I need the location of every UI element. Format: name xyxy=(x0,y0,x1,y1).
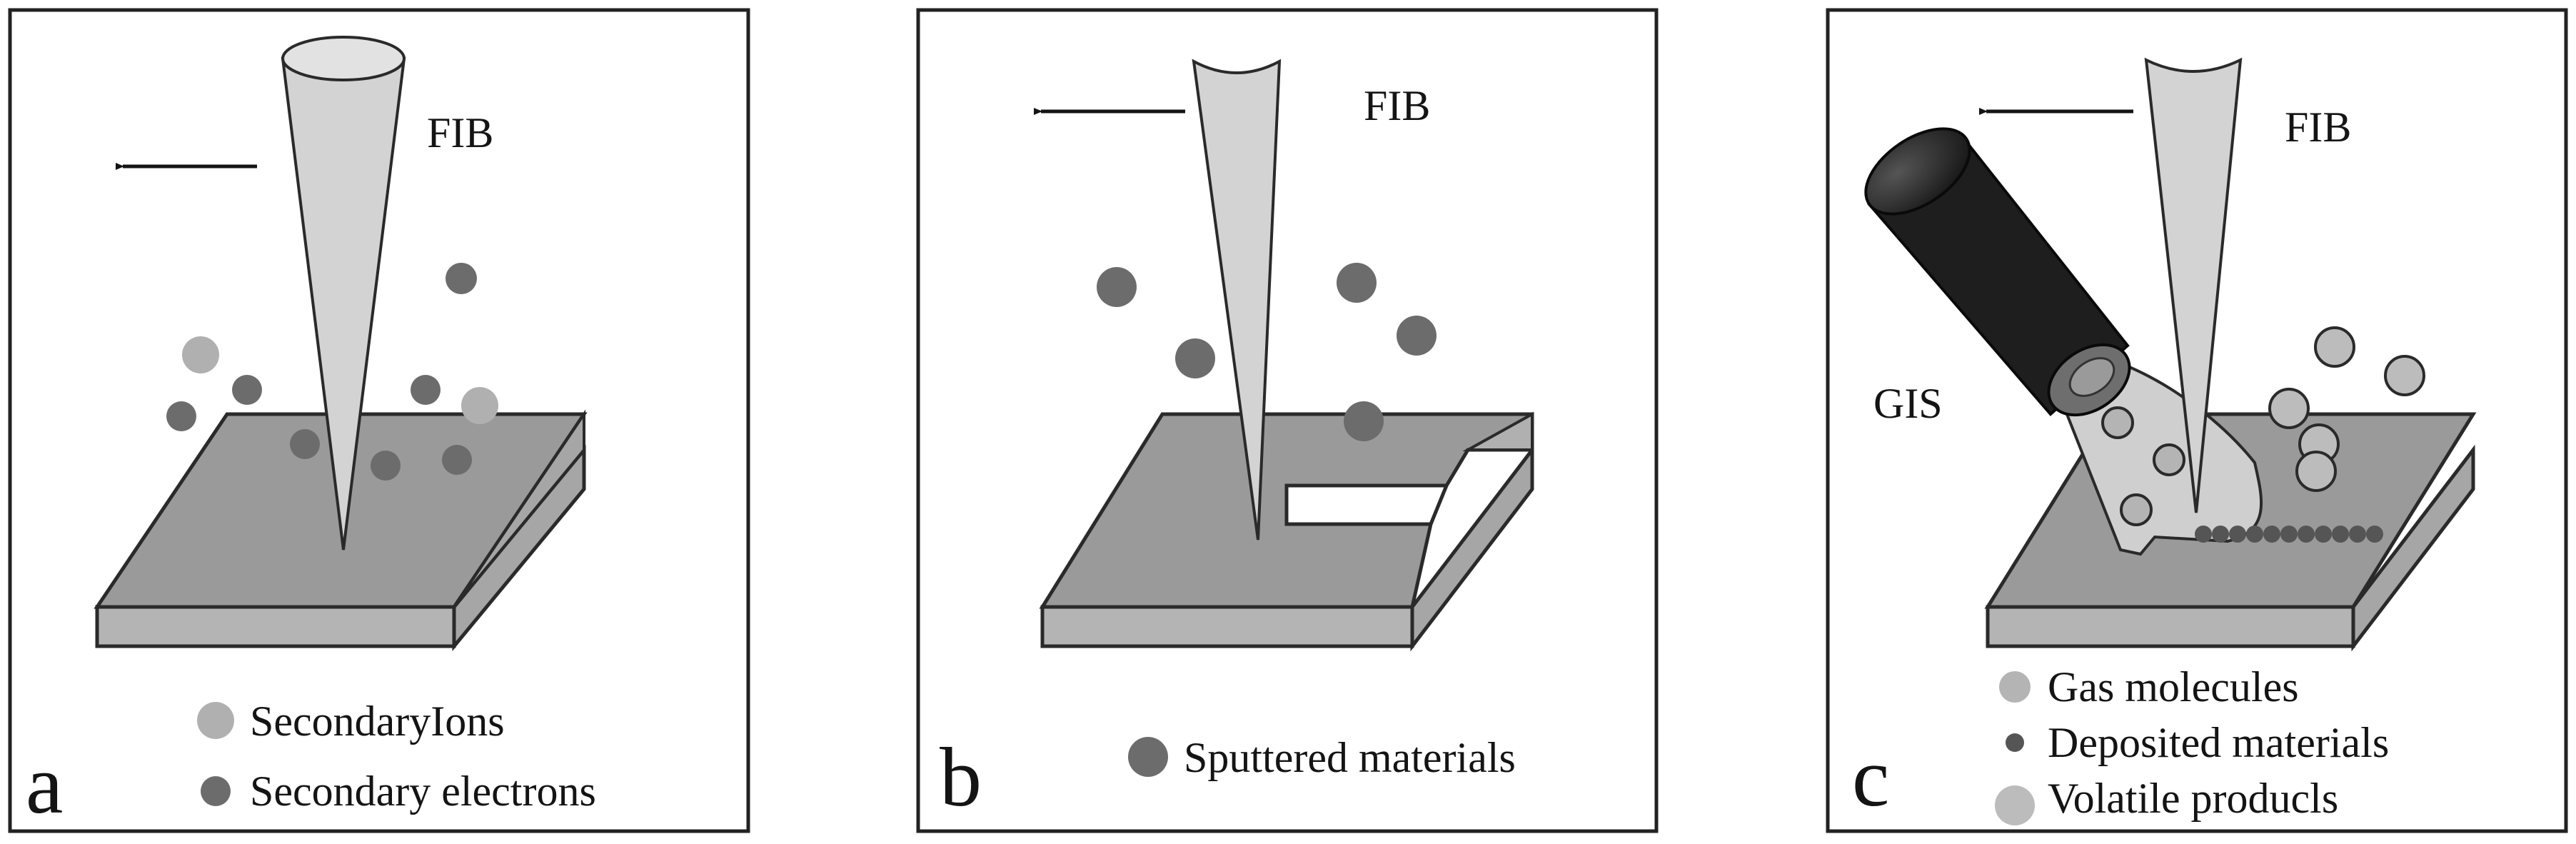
panel-c-gis-nozzle xyxy=(1864,127,2131,417)
legend-swatch-gas-molecules xyxy=(1999,671,2031,703)
secondary-electron xyxy=(371,451,401,481)
secondary-electron xyxy=(290,429,320,459)
panel-b-substrate xyxy=(1039,411,1534,652)
panel-c-letter: c xyxy=(1852,730,1889,824)
panel-c-ion-beam xyxy=(2144,57,2243,513)
secondary-electron xyxy=(446,263,477,294)
legend-swatch-sputtered xyxy=(1128,737,1168,777)
sputtered-particle xyxy=(1337,263,1377,303)
panel-c-gas-molecules xyxy=(2101,406,2185,526)
panel-a-letter: a xyxy=(26,738,63,831)
legend-swatch-secondary-electrons xyxy=(201,776,231,806)
volatile-product xyxy=(2268,388,2310,429)
volatile-product xyxy=(2384,355,2425,396)
panel-b-legend: Sputtered materials xyxy=(1128,734,1516,781)
panel-a-legend: SecondaryIons Secondary electrons xyxy=(197,698,596,815)
sputtered-particle xyxy=(1344,401,1384,441)
panel-c-volatile-products xyxy=(2268,326,2425,492)
legend-secondary-electrons: Secondary electrons xyxy=(250,768,596,815)
legend-deposited-materials: Deposited materials xyxy=(2048,719,2389,766)
panel-c: FIB GIS xyxy=(1826,8,2568,833)
panel-b-letter: b xyxy=(940,730,982,824)
panel-c-deposited-line xyxy=(2195,526,2383,543)
panel-c-legend: Gas molecules Deposited materials Volati… xyxy=(1995,663,2389,825)
gas-molecule xyxy=(2101,406,2134,439)
legend-swatch-secondary-ions xyxy=(197,702,234,739)
gas-molecule xyxy=(2153,443,2185,476)
gas-molecule xyxy=(2120,493,2153,526)
legend-secondary-ions: SecondaryIons xyxy=(250,698,505,745)
secondary-ion xyxy=(182,336,219,373)
panel-b-particles xyxy=(1097,263,1437,441)
secondary-electron xyxy=(411,375,441,405)
panel-a-particles xyxy=(166,263,498,481)
legend-volatile-products: Volatile producls xyxy=(2048,775,2338,822)
panel-b: FIB Sputtered materials b xyxy=(916,8,1659,833)
secondary-ion xyxy=(461,387,498,424)
sputtered-particle xyxy=(1175,338,1215,378)
panel-b-fib-label: FIB xyxy=(1364,82,1430,129)
legend-sputtered-materials: Sputtered materials xyxy=(1184,734,1516,781)
legend-swatch-volatile xyxy=(1995,785,2035,825)
legend-swatch-deposited xyxy=(2006,733,2024,752)
secondary-electron xyxy=(442,445,472,475)
secondary-electron xyxy=(232,375,262,405)
panel-c-gis-label: GIS xyxy=(1873,380,1943,427)
sputtered-particle xyxy=(1097,267,1137,307)
panel-b-ion-beam xyxy=(1192,59,1282,541)
volatile-product xyxy=(2314,326,2355,368)
panel-a-ion-beam xyxy=(281,36,406,551)
legend-gas-molecules: Gas molecules xyxy=(2048,663,2299,710)
panel-a: FIB SecondaryIons Secondary electrons a xyxy=(8,8,750,833)
volatile-product xyxy=(2295,451,2337,492)
panel-c-fib-label: FIB xyxy=(2285,104,2351,151)
panel-a-fib-label: FIB xyxy=(427,109,493,156)
sputtered-particle xyxy=(1397,316,1437,356)
secondary-electron xyxy=(166,401,196,431)
